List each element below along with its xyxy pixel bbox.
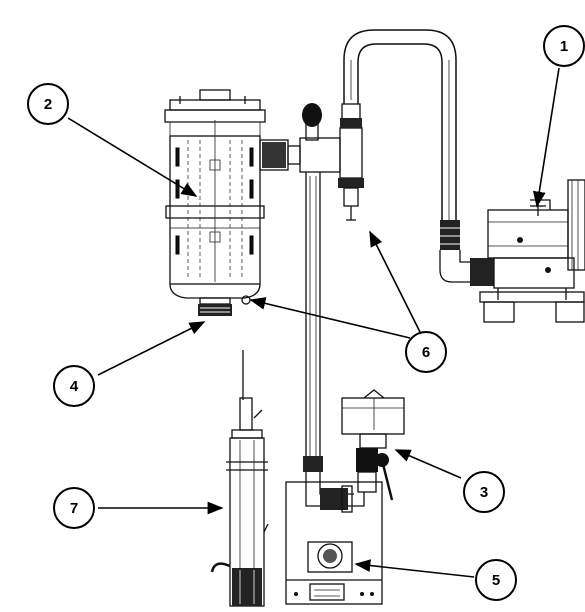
pump-motor	[479, 179, 585, 323]
callout-6: 6	[405, 331, 447, 373]
arrow-4	[97, 321, 206, 376]
arrow-6b	[369, 230, 421, 333]
arrow-2	[67, 117, 198, 197]
arrow-3	[394, 449, 462, 479]
flexible-hose	[343, 29, 494, 286]
arrow-5	[354, 559, 475, 578]
riser-pipe	[302, 103, 323, 472]
callout-1: 1	[543, 25, 585, 67]
callout-label: 6	[422, 344, 430, 361]
callout-4: 4	[53, 365, 95, 407]
arrow-6a	[249, 297, 411, 339]
tee-and-sample-port	[338, 103, 364, 221]
callout-label: 4	[70, 378, 79, 395]
filter-inlet-pipe	[259, 137, 341, 173]
arrow-1	[532, 67, 560, 208]
callout-label: 5	[492, 572, 500, 589]
base-skid	[285, 472, 383, 605]
callout-2: 2	[27, 83, 69, 125]
leader-arrows	[67, 67, 560, 578]
callout-label: 3	[480, 484, 488, 501]
callout-7: 7	[53, 487, 95, 529]
ball-valve-assembly	[341, 389, 405, 501]
callout-label: 1	[560, 38, 568, 55]
callout-label: 2	[44, 96, 52, 113]
sampling-column	[210, 350, 269, 607]
callout-label: 7	[70, 500, 78, 517]
callout-5: 5	[475, 559, 517, 601]
filter-vessel	[164, 89, 266, 316]
callout-3: 3	[463, 471, 505, 513]
